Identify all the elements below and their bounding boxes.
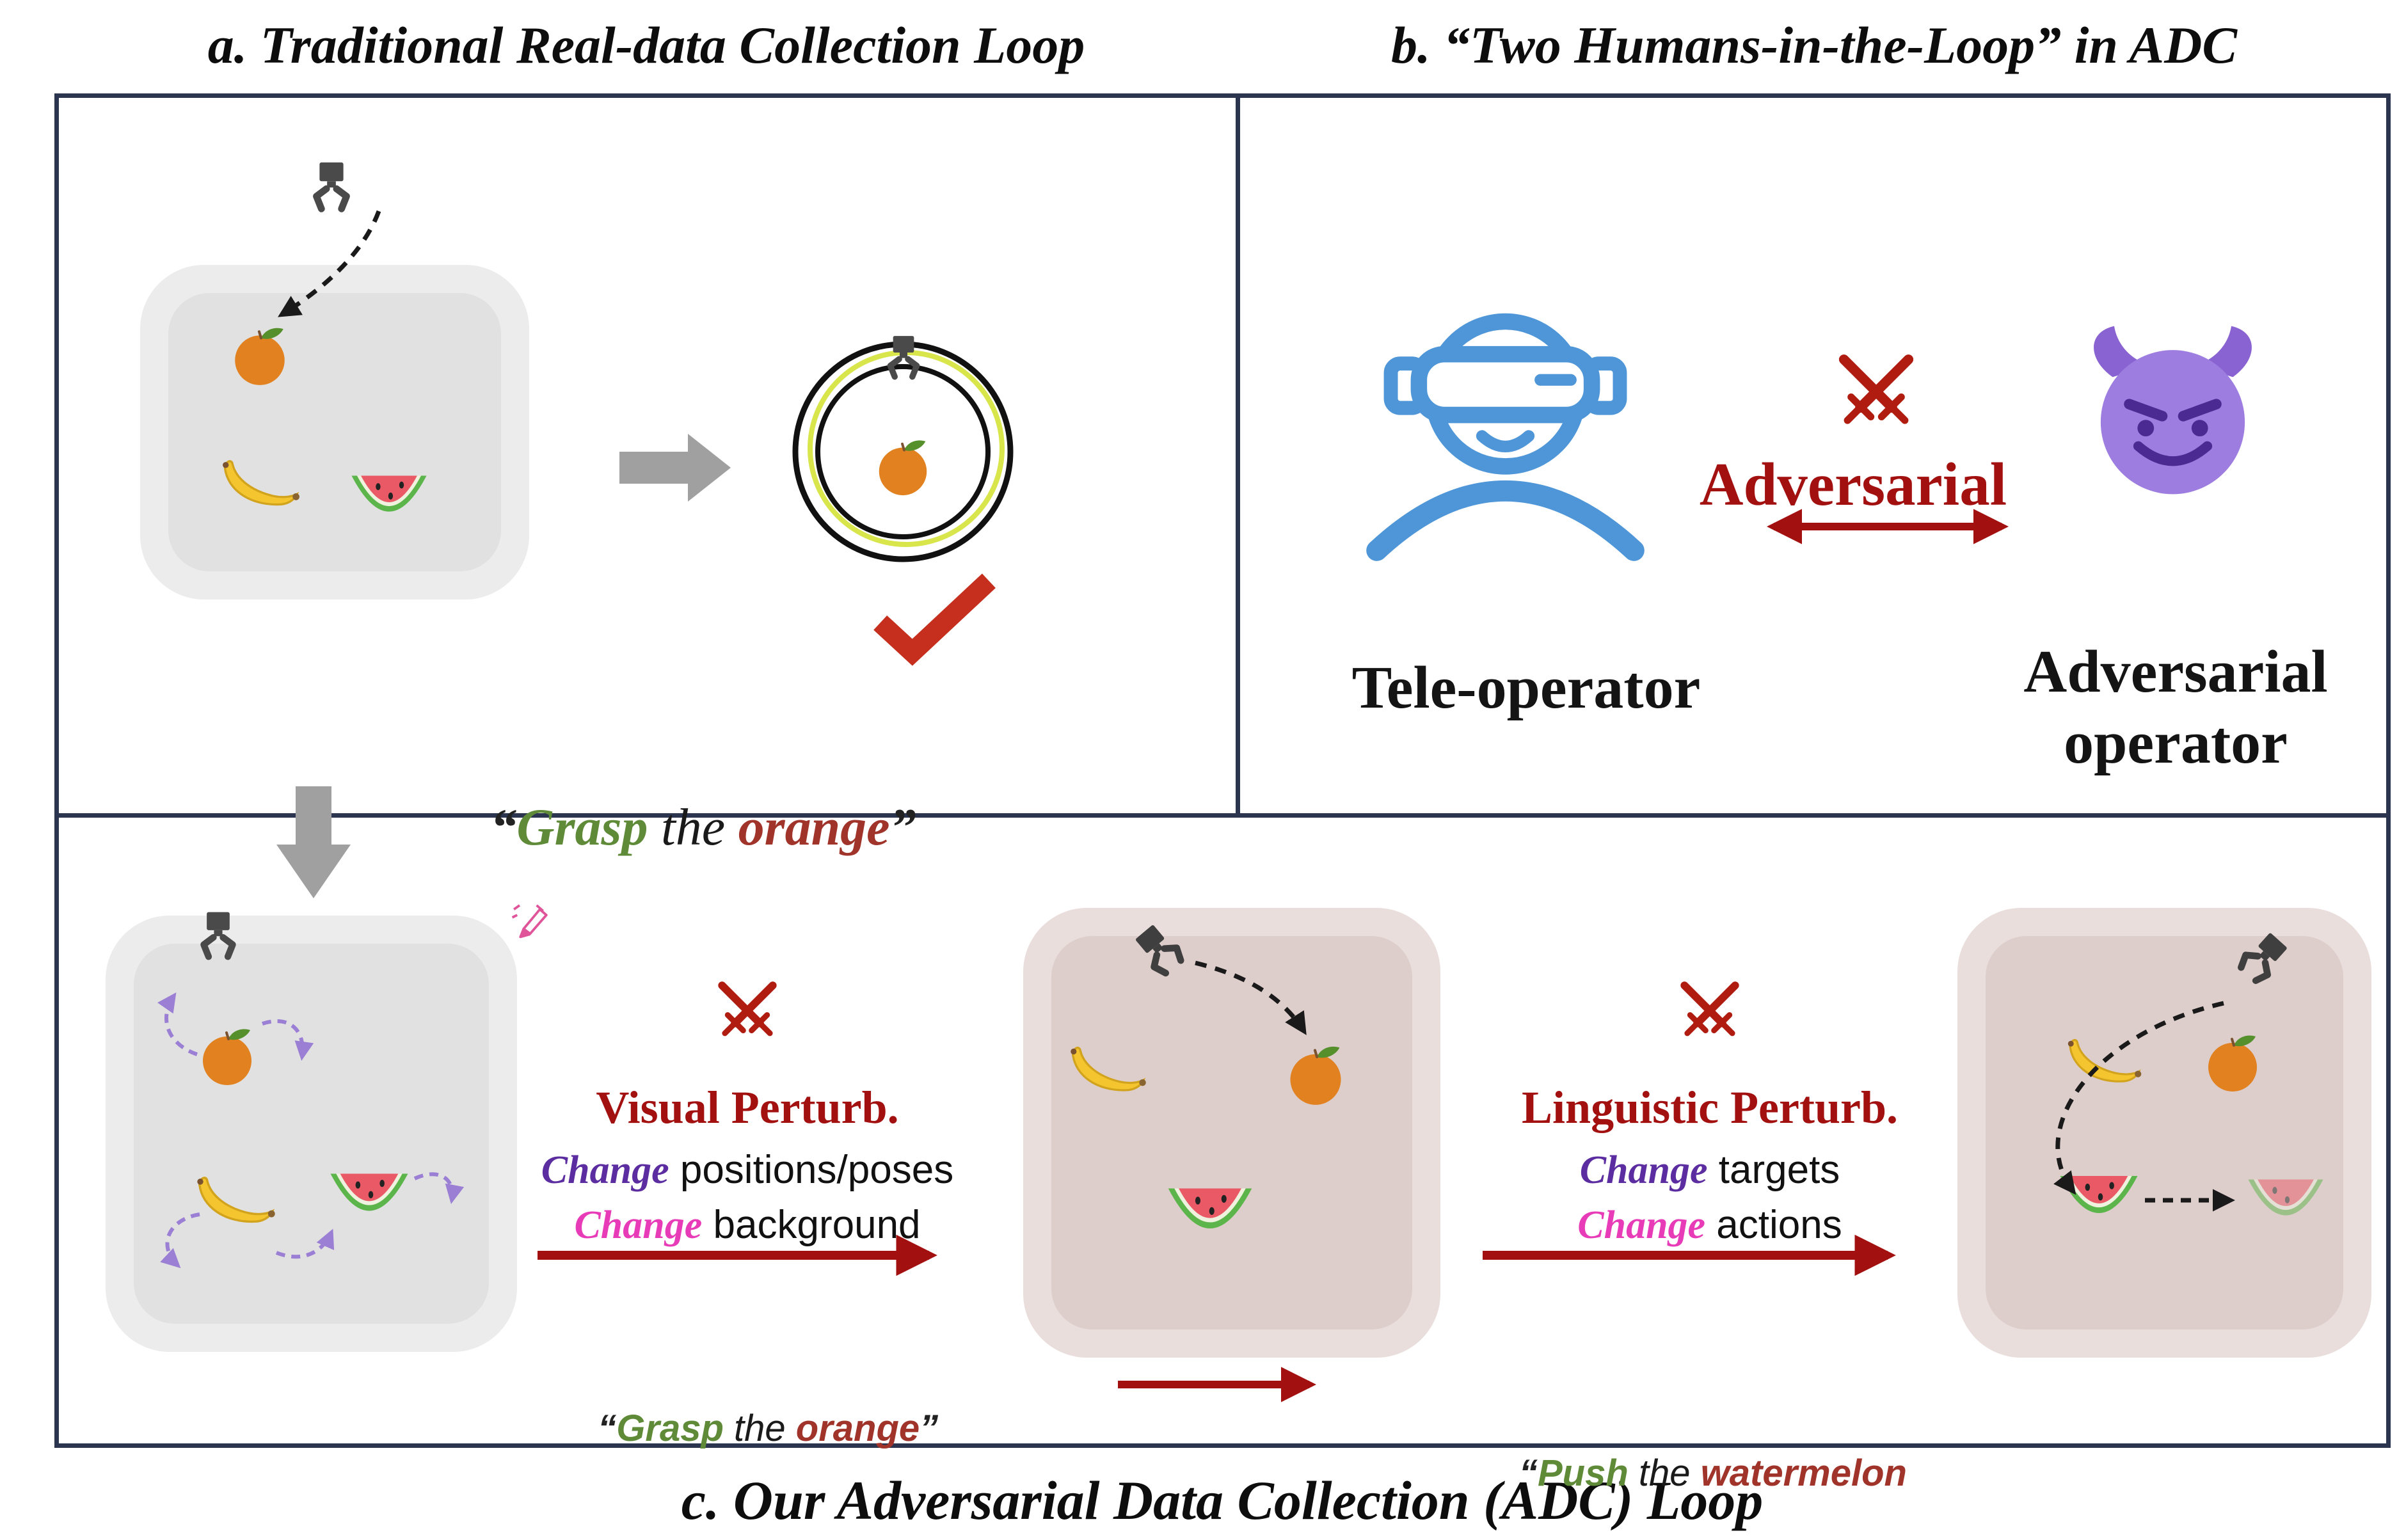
robot-gripper-icon (1118, 909, 1204, 996)
instruction-grasp-orange: “Grasp the orange” (557, 1364, 938, 1493)
tray-c-visual-perturbed-surface (1051, 936, 1412, 1330)
change-word: Change (541, 1148, 669, 1192)
change-word: Change (1577, 1203, 1706, 1247)
watermelon-icon (2059, 1170, 2139, 1222)
watermelon-icon (350, 470, 428, 520)
mid-word: the (1628, 1452, 1701, 1495)
instruction-grasp-orange: “Grasp the orange” (438, 737, 916, 917)
banana-icon (2064, 1035, 2146, 1092)
linguistic-perturb-line2: Change actions (1522, 1202, 1898, 1248)
quote-open: “ (598, 1408, 617, 1449)
panel-divider-horizontal (54, 813, 2391, 818)
orange-icon (195, 1024, 259, 1088)
linguistic-perturb-title: Linguistic Perturb. (1522, 1082, 1898, 1133)
change-rest: positions/poses (669, 1148, 954, 1192)
figure-outer-border (54, 93, 2391, 1448)
banana-icon (219, 456, 305, 516)
quote-open: “ (1519, 1452, 1538, 1495)
devil-face-icon (2075, 320, 2270, 500)
instruction-push-watermelon: “Push the watermelon to right side” (1519, 1344, 1907, 1540)
crossed-swords-icon (712, 977, 783, 1047)
change-word: Change (1579, 1148, 1708, 1192)
tray-c-original (106, 916, 517, 1352)
quote-close: ” (920, 1408, 939, 1449)
adversarial-operator-label: Adversarial operator (2023, 637, 2327, 779)
banana-icon (193, 1172, 280, 1233)
change-rest: actions (1705, 1203, 1842, 1247)
crossed-swords-icon (1675, 977, 1745, 1047)
tray-c-visual-perturbed (1023, 908, 1440, 1358)
change-rest: targets (1707, 1148, 1840, 1192)
checkmark-icon (872, 573, 997, 666)
tray-a-surface (168, 293, 501, 571)
tray-a (140, 265, 529, 599)
orange-icon (2201, 1030, 2265, 1094)
mid-word: the (648, 798, 738, 856)
watermelon-icon (1167, 1182, 1254, 1238)
pencil-icon (507, 893, 556, 942)
panel-divider-vertical (1236, 93, 1240, 818)
visual-perturb-line1: Change positions/poses (541, 1147, 953, 1193)
orange-icon (872, 435, 934, 498)
orange-icon (227, 322, 292, 388)
crossed-swords-icon (1831, 349, 1921, 438)
mid-word: the (723, 1408, 796, 1449)
banana-icon (1067, 1042, 1151, 1101)
robot-gripper-icon (300, 159, 363, 221)
tray-c-linguistic-perturbed (1957, 908, 2371, 1358)
robot-gripper-icon (2217, 917, 2304, 1004)
quote-open: “ (490, 798, 517, 856)
panel-b-title: b. “Two Humans-in-the-Loop” in ADC (1390, 16, 2238, 74)
visual-perturb-title: Visual Perturb. (596, 1082, 899, 1133)
panel-a-title: a. Traditional Real-data Collection Loop (207, 16, 1085, 74)
adversarial-label: Adversarial (1699, 450, 2007, 518)
linguistic-perturb-line1: Change targets (1522, 1147, 1898, 1193)
action-word: Grasp (616, 1408, 724, 1449)
tray-c-linguistic-perturbed-surface (1986, 936, 2343, 1330)
action-word: Grasp (516, 798, 648, 856)
linguistic-perturb-label: Linguistic Perturb. Change targets Chang… (1522, 1081, 1898, 1248)
change-word: Change (574, 1203, 703, 1247)
visual-perturb-line2: Change background (541, 1202, 953, 1248)
adversarial-operator-line2: operator (2064, 709, 2288, 776)
target-word: watermelon (1700, 1452, 1907, 1495)
visual-perturb-label: Visual Perturb. Change positions/poses C… (541, 1081, 953, 1248)
tele-operator-label: Tele-operator (1351, 655, 1701, 721)
quote-close: ” (889, 798, 916, 856)
robot-gripper-icon (188, 909, 248, 969)
robot-gripper-icon (876, 333, 931, 388)
orange-icon (1282, 1041, 1349, 1107)
panel-c-title: c. Our Adversarial Data Collection (ADC)… (681, 1470, 1764, 1531)
action-word: Push (1538, 1452, 1629, 1495)
target-word: orange (738, 798, 890, 856)
vr-teleoperator-icon (1353, 291, 1657, 561)
watermelon-icon (329, 1168, 410, 1219)
tray-c-original-surface (134, 944, 489, 1324)
target-word: orange (795, 1408, 920, 1449)
change-rest: background (702, 1203, 921, 1247)
adversarial-operator-line1: Adversarial (2023, 639, 2328, 705)
watermelon-icon-ghost (2247, 1174, 2325, 1224)
